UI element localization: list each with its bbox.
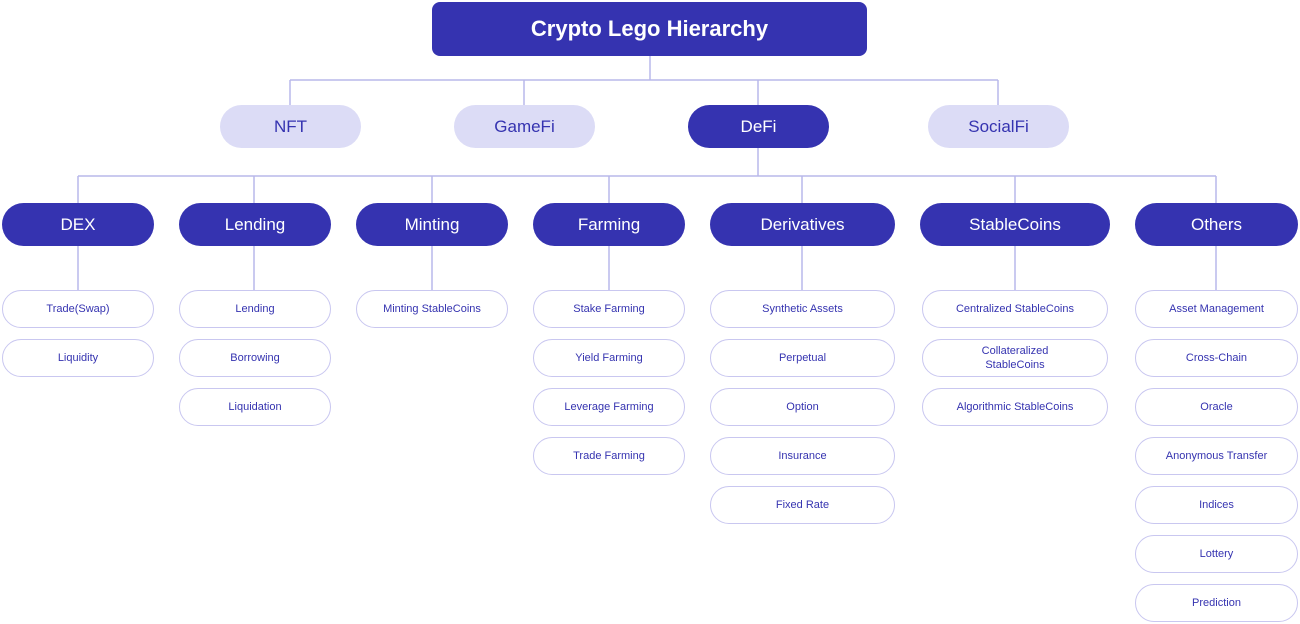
category-nft: NFT	[220, 105, 361, 148]
leaf-node: Collateralized StableCoins	[922, 339, 1108, 377]
defi-category-lending: Lending	[179, 203, 331, 246]
leaf-node: Leverage Farming	[533, 388, 685, 426]
leaf-node: Algorithmic StableCoins	[922, 388, 1108, 426]
leaf-node: Asset Management	[1135, 290, 1298, 328]
leaf-node: Borrowing	[179, 339, 331, 377]
leaf-node: Prediction	[1135, 584, 1298, 622]
leaf-node: Liquidation	[179, 388, 331, 426]
leaf-node: Oracle	[1135, 388, 1298, 426]
leaf-node: Lottery	[1135, 535, 1298, 573]
leaf-node: Liquidity	[2, 339, 154, 377]
category-socialfi: SocialFi	[928, 105, 1069, 148]
leaf-node: Yield Farming	[533, 339, 685, 377]
defi-category-others: Others	[1135, 203, 1298, 246]
leaf-node: Minting StableCoins	[356, 290, 508, 328]
leaf-node: Perpetual	[710, 339, 895, 377]
defi-category-minting: Minting	[356, 203, 508, 246]
leaf-node: Option	[710, 388, 895, 426]
category-gamefi: GameFi	[454, 105, 595, 148]
leaf-node: Anonymous Transfer	[1135, 437, 1298, 475]
category-defi: DeFi	[688, 105, 829, 148]
leaf-node: Insurance	[710, 437, 895, 475]
leaf-node: Lending	[179, 290, 331, 328]
defi-category-farming: Farming	[533, 203, 685, 246]
leaf-node: Indices	[1135, 486, 1298, 524]
leaf-node: Fixed Rate	[710, 486, 895, 524]
defi-category-derivatives: Derivatives	[710, 203, 895, 246]
leaf-node: Centralized StableCoins	[922, 290, 1108, 328]
defi-category-dex: DEX	[2, 203, 154, 246]
defi-category-stablecoins: StableCoins	[920, 203, 1110, 246]
leaf-node: Synthetic Assets	[710, 290, 895, 328]
leaf-node: Trade Farming	[533, 437, 685, 475]
leaf-node: Stake Farming	[533, 290, 685, 328]
leaf-node: Trade(Swap)	[2, 290, 154, 328]
leaf-node: Cross-Chain	[1135, 339, 1298, 377]
root-node-title: Crypto Lego Hierarchy	[432, 2, 867, 56]
